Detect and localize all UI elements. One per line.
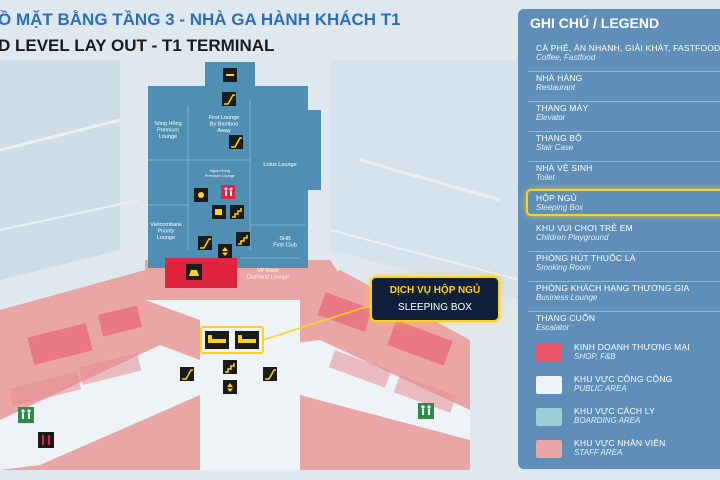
legend-boarding-en: BOARDING AREA	[574, 416, 641, 425]
legend-title: GHI CHÚ / LEGEND	[530, 15, 660, 31]
legend-restaurant-en: Restaurant	[536, 83, 576, 92]
staff-rows	[8, 350, 457, 413]
legend-stair-en: Stair Case	[536, 143, 574, 152]
smoking-room-icon	[223, 68, 237, 82]
legend-elevator-en: Elevator	[536, 113, 566, 122]
sleeping-box-icon	[205, 331, 229, 349]
lounge-side-right	[305, 110, 321, 190]
legend-toilet-vn: NHÀ VỆ SINH	[536, 163, 593, 173]
legend-smoking-en: Smoking Room	[536, 263, 591, 272]
legend-staff-en: STAFF AREA	[574, 448, 623, 457]
elevator-icon	[223, 380, 237, 394]
legend-toilet-en: Toilet	[536, 173, 555, 182]
legend-swatch-boarding	[536, 408, 562, 426]
legend-sleeping-box-vn: HỘP NGỦ	[536, 193, 577, 203]
callout-title-en: SLEEPING BOX	[398, 302, 472, 313]
legend-public-en: PUBLIC AREA	[574, 384, 627, 393]
lounge-tower	[148, 86, 308, 268]
legend-playground-vn: KHU VUI CHƠI TRẺ EM	[536, 223, 633, 233]
legend-boarding-vn: KHU VỰC CÁCH LY	[574, 406, 655, 416]
escalator-icon	[198, 236, 212, 250]
legend-restaurant-vn: NHÀ HÀNG	[536, 73, 583, 83]
legend-escalator-en: Escalator	[536, 323, 570, 332]
toilet-icon	[221, 185, 235, 199]
sleeping-box-icon	[235, 331, 259, 349]
playground-icon	[194, 188, 208, 202]
map-title-vn: Ồ MẶT BẰNG TẦNG 3 - NHÀ GA HÀNH KHÁCH T1	[0, 10, 401, 29]
stair-icon	[236, 232, 250, 246]
elevator-icon	[218, 244, 232, 258]
legend-smoking-vn: PHÒNG HÚT THUỐC LÁ	[536, 253, 636, 263]
legend-swatch-shop	[536, 344, 562, 362]
legend-stair-vn: THANG BỘ	[536, 133, 582, 143]
legend-escalator-vn: THANG CUỐN	[536, 313, 596, 323]
legend-elevator-vn: THANG MÁY	[536, 103, 589, 113]
callout-title-vn: DỊCH VỤ HỘP NGỦ	[389, 285, 481, 296]
stair-icon	[223, 360, 237, 374]
legend-shop-en: SHOP, F&B	[574, 352, 616, 361]
restaurant-icon	[186, 264, 202, 280]
legend-business-lounge-vn: PHÒNG KHÁCH HẠNG THƯƠNG GIA	[536, 283, 690, 293]
callout-leader	[262, 304, 373, 341]
legend-business-lounge-en: Business Lounge	[536, 293, 598, 302]
legend-shop-vn: KINH DOANH THƯƠNG MẠI	[574, 342, 690, 352]
shop-blocks	[27, 292, 453, 366]
apron-area	[0, 60, 120, 280]
legend-panel: GHI CHÚ / LEGEND CÀ PHÊ, ĂN NHANH, GIẢI …	[518, 9, 720, 469]
legend-playground-en: Children Playground	[536, 233, 609, 242]
map-title-en: D LEVEL LAY OUT - T1 TERMINAL	[0, 36, 275, 55]
legend-swatch-staff	[536, 440, 562, 458]
legend-sleeping-box-en: Sleeping Box	[536, 203, 584, 212]
escalator-icon	[229, 135, 243, 149]
toilet-icon	[418, 403, 434, 419]
coffee-icon	[212, 205, 226, 219]
restaurant-icon	[38, 432, 54, 448]
legend-coffee-vn: CÀ PHÊ, ĂN NHANH, GIẢI KHÁT, FASTFOOD	[536, 43, 720, 53]
legend-staff-vn: KHU VỰC NHÂN VIÊN	[574, 438, 666, 448]
legend-swatch-public	[536, 376, 562, 394]
legend-coffee-en: Coffee, Fastfood	[536, 53, 596, 62]
room-lotus: Lotus Lounge	[263, 162, 296, 168]
public-concourse	[145, 300, 300, 470]
escalator-icon	[263, 367, 277, 381]
legend-public-vn: KHU VỰC CÔNG CỘNG	[574, 374, 673, 384]
sleeping-box-callout: DỊCH VỤ HỘP NGỦ SLEEPING BOX	[370, 276, 500, 322]
escalator-icon	[180, 367, 194, 381]
stair-icon	[230, 205, 244, 219]
escalator-icon	[222, 92, 236, 106]
toilet-icon	[18, 407, 34, 423]
